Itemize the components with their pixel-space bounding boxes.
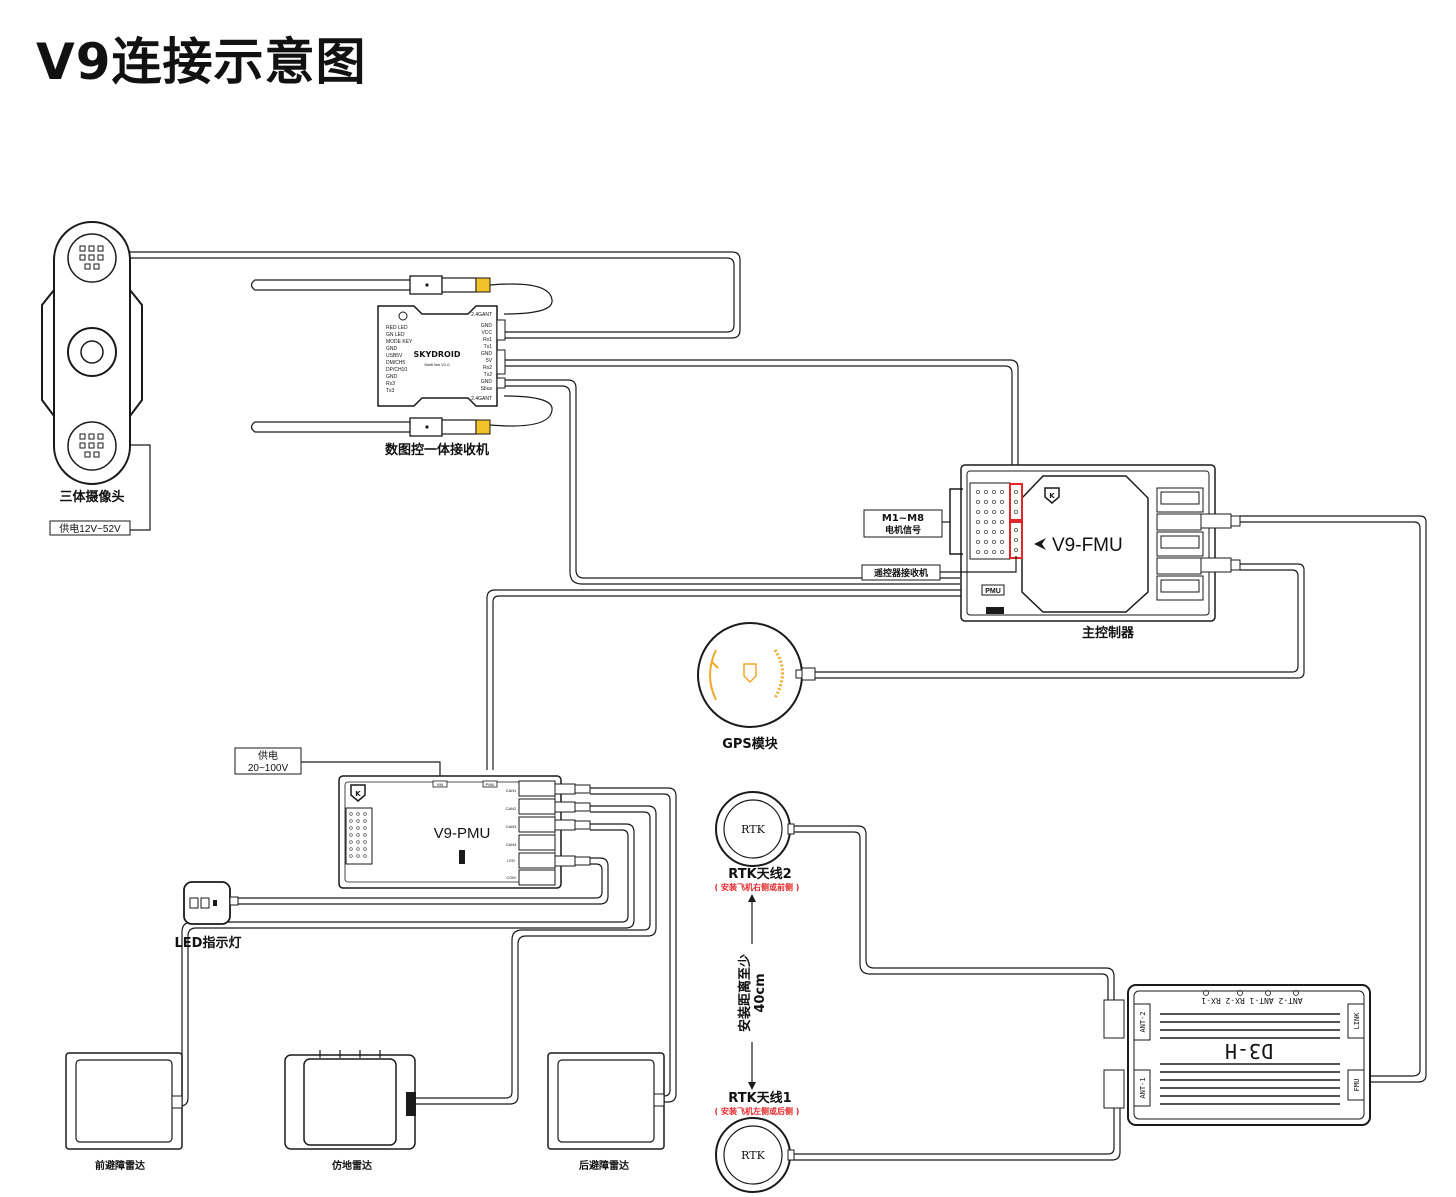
distance-label-2: 40cm — [753, 973, 768, 1012]
distance-indicator — [748, 894, 756, 1090]
receiver-model: Multi link V1.0 — [425, 362, 451, 367]
camera-power-label: 供电12V~52V — [59, 522, 121, 535]
d3h-fmu-label: FMU — [1353, 1079, 1361, 1092]
receiver-pin-left: RED LED — [386, 325, 408, 331]
rear-radar — [547, 1052, 665, 1150]
fmu-pmu-port: PMU — [985, 588, 1001, 595]
receiver-antenna-bottom — [250, 417, 491, 437]
pmu-port-label: LED — [507, 858, 515, 863]
pmu-power-2: 20~100V — [248, 763, 289, 774]
receiver-label: 数图控一体接收机 — [385, 442, 489, 458]
led-label: LED指示灯 — [175, 935, 242, 951]
d3h-ant2-label: ANT-2 — [1139, 1011, 1147, 1032]
rtk-antenna-2 — [715, 791, 795, 867]
pmu-port-label: COM — [506, 875, 515, 880]
rtk-antenna-1 — [715, 1117, 795, 1193]
ground-radar — [284, 1050, 416, 1150]
d3h-module — [1103, 984, 1371, 1126]
receiver-body — [377, 305, 506, 407]
camera-label: 三体摄像头 — [59, 489, 124, 505]
page-title: V9连接示意图 — [36, 33, 367, 91]
camera-power-box — [49, 520, 131, 536]
rtk1-note: ( 安装飞机左侧或后侧 ) — [715, 1106, 800, 1116]
receiver-pin-left: GND — [386, 374, 398, 380]
pmu-body: K — [338, 775, 591, 889]
rtk1-label: RTK天线1 — [728, 1090, 791, 1106]
receiver-pin-left: GND — [386, 346, 398, 352]
rear-radar-label: 后避障雷达 — [579, 1159, 629, 1172]
receiver-pin-right: Rx1 — [483, 337, 492, 343]
d3h-link-label: LINK — [1353, 1012, 1361, 1030]
front-radar-label: 前避障雷达 — [95, 1159, 145, 1172]
rtk1-text: RTK — [741, 1149, 765, 1162]
distance-label-1: 安装距离至少 — [737, 954, 753, 1032]
ground-radar-label: 仿地雷达 — [332, 1159, 372, 1172]
receiver-pin-left: DP/CH10 — [386, 367, 407, 373]
receiver-antenna-top — [250, 275, 491, 295]
pmu-port-label: CAN3 — [506, 824, 517, 829]
gps-label: GPS模块 — [722, 736, 779, 752]
fmu-caption: 主控制器 — [1082, 625, 1135, 641]
rtk2-note: ( 安装飞机右侧或前侧 ) — [715, 882, 800, 892]
rtk2-label: RTK天线2 — [728, 866, 791, 882]
pmu-port-label: CAN1 — [506, 788, 517, 793]
receiver-pin-right: Tx1 — [484, 344, 493, 350]
pmu-name: V9-PMU — [434, 825, 491, 842]
d3h-ant1-label: ANT-1 — [1139, 1077, 1147, 1098]
receiver-pin-right: Rx2 — [483, 365, 492, 371]
pmu-port-label: CAN4 — [506, 842, 517, 847]
motor-signal-2: 电机信号 — [885, 524, 921, 536]
receiver-pin-left: GN LED — [386, 332, 405, 338]
receiver-pin-right: 5V — [486, 358, 493, 364]
motor-signal-box — [863, 509, 943, 538]
receiver-pin-left: DM/CH5 — [386, 360, 405, 366]
receiver-brand: SKYDROID — [414, 350, 461, 359]
fmu-body: K — [960, 464, 1241, 622]
pmu-power-box — [234, 747, 302, 775]
svg-text:K: K — [1049, 492, 1055, 500]
fmu-name: V9-FMU — [1052, 535, 1123, 556]
receiver-pin-right: Tx2 — [484, 372, 493, 378]
gps-module — [697, 622, 816, 728]
led-indicator — [183, 881, 239, 925]
tri-camera — [41, 221, 143, 485]
rtk2-text: RTK — [741, 823, 765, 836]
receiver-pin-left: MODE KEY — [386, 339, 413, 345]
receiver-pin-right: GND — [481, 323, 493, 329]
receiver-pin-right: Sbus — [481, 386, 493, 392]
pmu-port-label: CAN2 — [506, 806, 517, 811]
d3h-top-labels: ANT-2 ANT-1 RX-2 RX-1 — [1201, 996, 1302, 1005]
rc-receiver-label: 遥控器接收机 — [874, 567, 928, 579]
rc-receiver-box — [861, 564, 941, 581]
receiver-pin-right: GND — [481, 351, 493, 357]
arrow-icon — [1034, 538, 1046, 550]
receiver-left-pins: RED LED GN LED MODE KEY GND USB5V DM/CH5… — [386, 325, 413, 394]
receiver-pin-left: Rx3 — [386, 381, 395, 387]
receiver-pin-left: USB5V — [386, 353, 403, 359]
front-radar — [65, 1052, 183, 1150]
receiver-pin-right: VCC — [481, 330, 492, 336]
pmu-power-1: 供电 — [258, 749, 278, 762]
d3h-name: D3-H — [1225, 1039, 1273, 1063]
svg-text:K: K — [355, 790, 361, 798]
receiver-ant-top: 2.4GANT — [471, 312, 492, 318]
pmu-port-top: PMU — [486, 782, 495, 787]
cables — [118, 251, 1427, 1161]
motor-signal-1: M1~M8 — [882, 513, 924, 524]
receiver-pin-right: GND — [481, 379, 493, 385]
receiver-right-pins: 2.4GANT GND VCC Rx1 Tx1 GND 5V Rx2 Tx2 G… — [471, 312, 492, 402]
pmu-vin: VIN — [437, 782, 444, 787]
receiver-ant-bottom: 2.4GANT — [471, 396, 492, 402]
receiver-pin-left: Tx3 — [386, 388, 395, 394]
